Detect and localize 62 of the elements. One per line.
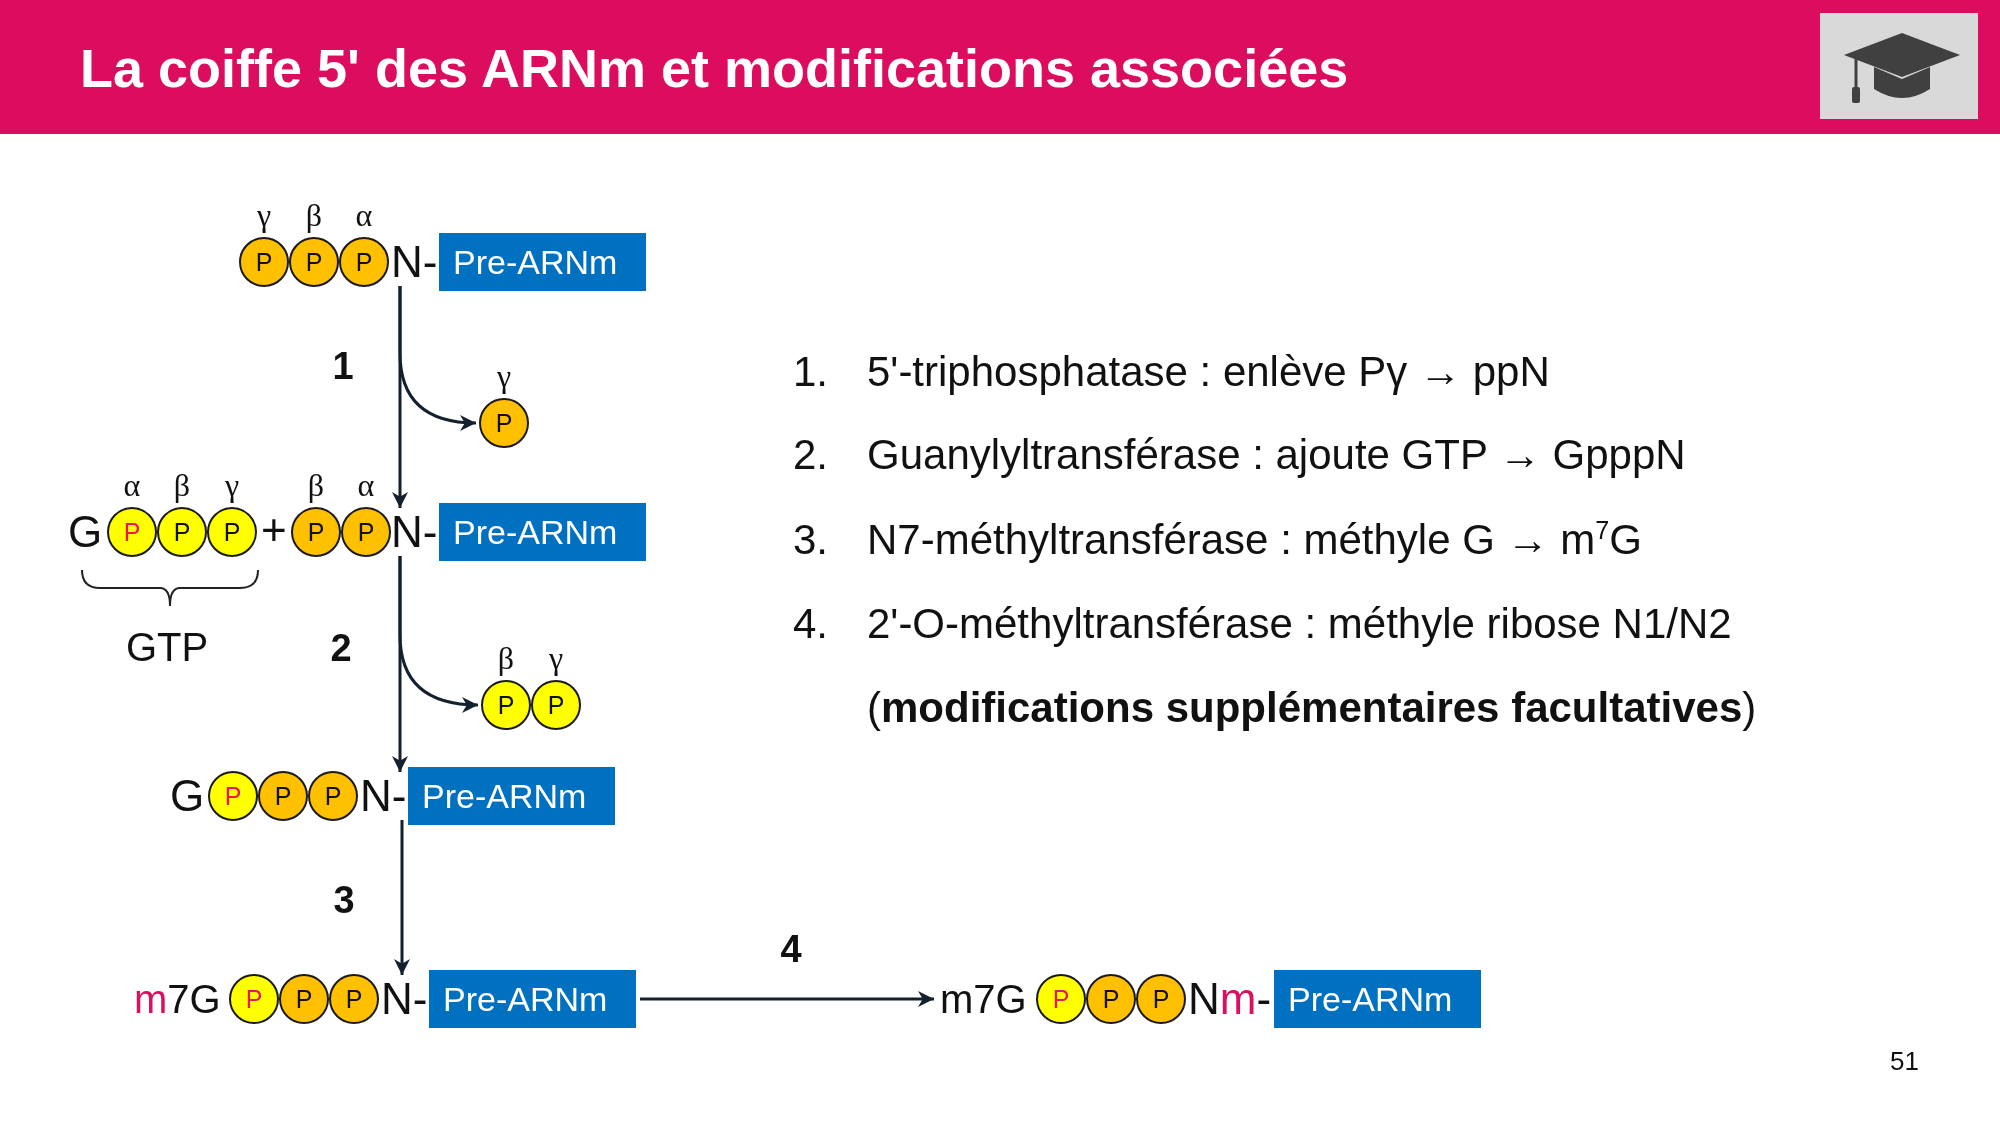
plus-sign: + [261, 503, 287, 556]
arrow [640, 991, 934, 1007]
greek-letter: γ [256, 199, 272, 231]
phosphate-circle: P [107, 507, 157, 557]
nucleotide-label: N- [360, 774, 407, 818]
pre-mrna-box: Pre-ARNm [408, 767, 615, 825]
page-number: 51 [1890, 1046, 1919, 1078]
phosphate-circle: P [157, 507, 207, 557]
arrow [398, 556, 479, 713]
phosphate-circle: P [308, 771, 358, 821]
greek-letter: γ [224, 469, 240, 501]
pre-mrna-box: Pre-ARNm [429, 970, 636, 1028]
list-number: 4. [793, 598, 829, 649]
greek-letter: β [305, 199, 323, 231]
phosphate-circle: P [289, 237, 339, 287]
phosphate-circle: P [291, 507, 341, 557]
greek-letter: γ [548, 642, 564, 674]
phosphate-circle: P [481, 680, 531, 730]
nucleotide-label: N- [391, 510, 438, 554]
phosphate-circle: P [229, 974, 279, 1024]
phosphate-circle: P [341, 507, 391, 557]
list-number: 2. [793, 429, 829, 480]
brace-label: GTP [126, 624, 209, 671]
phosphate-circle: P [258, 771, 308, 821]
list-item: 5'-triphosphatase : enlève Pγ → ppN [867, 346, 1550, 397]
greek-letter: β [173, 469, 191, 501]
phosphate-circle: P [279, 974, 329, 1024]
phosphate-circle: P [329, 974, 379, 1024]
pre-mrna-box: Pre-ARNm [439, 233, 646, 291]
nucleotide-label: N- [391, 240, 438, 284]
phosphate-circle: P [1086, 974, 1136, 1024]
greek-letter: α [355, 199, 373, 231]
greek-letter: α [357, 469, 375, 501]
greek-letter: β [497, 642, 515, 674]
phosphate-circle: P [339, 237, 389, 287]
guanine-letter: G [170, 769, 205, 822]
greek-letter: γ [496, 360, 512, 392]
list-number: 1. [793, 346, 829, 397]
phosphate-circle: P [239, 237, 289, 287]
slide-title: La coiffe 5' des ARNm et modifications associées [80, 38, 1349, 98]
nucleotide-label: Nm- [1188, 977, 1272, 1021]
list-item: Guanylyltransférase : ajoute GTP → GpppN [867, 429, 1686, 480]
phosphate-circle: P [208, 771, 258, 821]
phosphate-circle: P [479, 398, 529, 448]
guanine-letter: G [68, 505, 103, 558]
greek-letter: α [123, 469, 141, 501]
cap-label: m7G [940, 979, 1027, 1019]
list-item: 2'-O-méthyltransférase : méthyle ribose N1/N2 [867, 598, 1732, 649]
phosphate-circle: P [207, 507, 257, 557]
phosphate-circle: P [1136, 974, 1186, 1024]
phosphate-circle: P [1036, 974, 1086, 1024]
pre-mrna-box: Pre-ARNm [1274, 970, 1481, 1028]
note-text: (modifications supplémentaires facultatives) [867, 682, 1757, 733]
nucleotide-label: N- [381, 977, 428, 1021]
pre-mrna-box: Pre-ARNm [439, 503, 646, 561]
phosphate-circle: P [531, 680, 581, 730]
arrow [394, 820, 410, 975]
greek-letter: β [307, 469, 325, 501]
arrow [398, 286, 477, 431]
list-item: N7-méthyltransférase : méthyle G → m$^{7}$G [867, 514, 1642, 565]
list-number: 3. [793, 514, 829, 565]
cap-label: m7G [134, 976, 221, 1023]
